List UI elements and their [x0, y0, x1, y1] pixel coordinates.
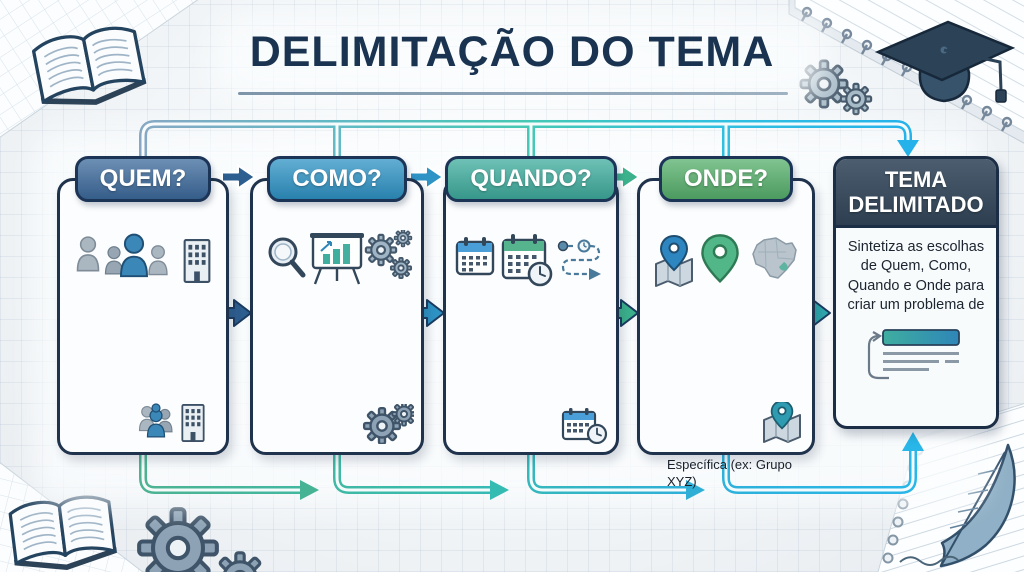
building-icon: [183, 239, 211, 283]
calendar-icon: [455, 237, 495, 276]
card-tema-header: TEMA DELIMITADO: [836, 159, 996, 228]
card-como-footer-icons: [362, 401, 417, 449]
card-onde-footer-icon: [759, 400, 805, 449]
arrow-right-icon: [490, 480, 509, 500]
card-quem-icons: [57, 230, 229, 290]
card-quando: QUANDO?: [443, 156, 619, 455]
arrow-right-icon: [300, 480, 319, 500]
card-onde-header: ONDE?: [659, 156, 793, 202]
arrow-down-into-result: [897, 140, 919, 157]
card-tema-body: Sintetiza as escolhas de Quem, Como, Qua…: [847, 238, 985, 314]
location-pin-icon: [701, 234, 739, 283]
title-glow: [214, 16, 826, 100]
card-tema-delimitado: TEMA DELIMITADO Sintetiza as escolhas de…: [833, 156, 999, 429]
brazil-map-icon: [752, 237, 797, 279]
people-group-icon: [76, 233, 211, 283]
card-como-icons: [250, 230, 424, 290]
arrow-up-into-result: [902, 432, 924, 451]
calendar-clock-icon: [561, 408, 608, 445]
calendar-clock-icon: [501, 234, 553, 287]
card-quem-footer-icons: [135, 402, 213, 449]
card-como: COMO?: [250, 156, 424, 455]
card-quem-header: QUEM?: [74, 156, 212, 202]
card-como-header: COMO?: [267, 156, 407, 202]
map-pin-icon: [655, 235, 693, 287]
card-onde: ONDE? LOCALIZAÇÃO GEOGRÁFICA / ESPACIAL …: [637, 156, 815, 489]
card-quem: QUEM? PÚBLICO-ALVO / SUJEITOS DA PESQUIS…: [57, 156, 229, 455]
magnifier-icon: [268, 237, 306, 278]
page-title: DELIMITAÇÃO DO TEMA: [249, 28, 775, 76]
folded-map-icon: [763, 400, 801, 443]
graduation-cap-icon: [874, 20, 1016, 103]
gears-icon: [364, 230, 413, 280]
building-icon: [181, 404, 205, 442]
card-quando-body: [443, 178, 619, 455]
title-underline: [238, 92, 788, 95]
people-group-icon: [138, 403, 173, 438]
document-icon: [867, 328, 960, 379]
timeline-icon: [557, 239, 601, 280]
feather-quill-icon: [899, 443, 1016, 568]
card-quando-footer-icon: [561, 406, 609, 449]
gears-icon: [362, 401, 417, 446]
card-onde-icons: [637, 230, 815, 290]
card-quando-header: QUANDO?: [445, 156, 617, 202]
arrow-right-icon: [686, 480, 705, 500]
card-quando-icons: [443, 230, 619, 290]
chart-board-icon: [310, 233, 364, 285]
